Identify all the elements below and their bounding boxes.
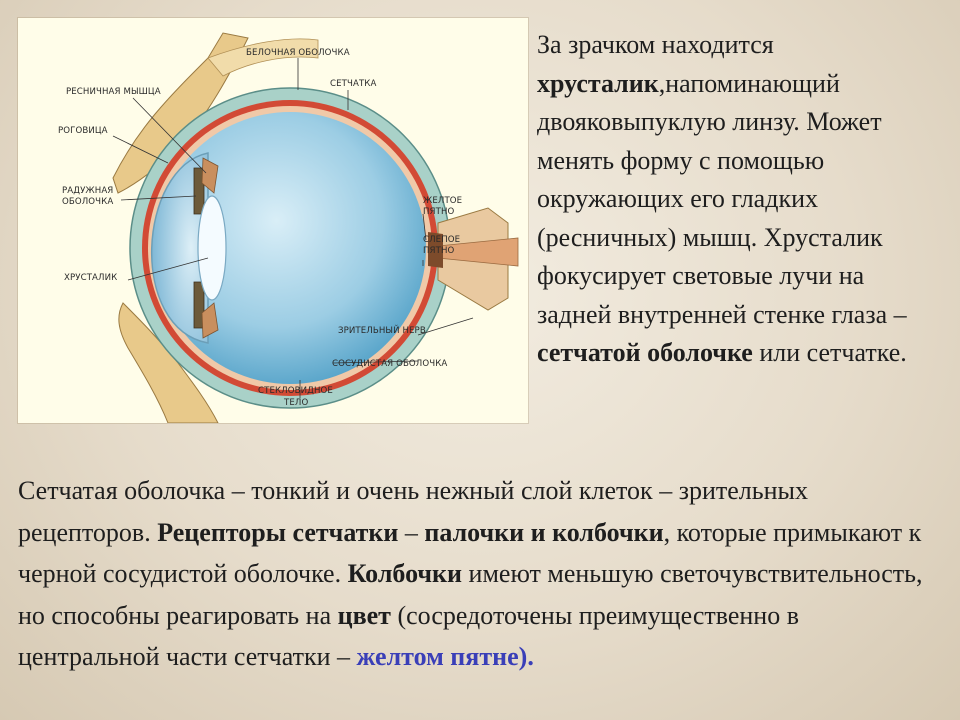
label-vitreous-2: ТЕЛО bbox=[283, 398, 308, 408]
retina-text-end: ). bbox=[518, 642, 534, 671]
label-blind-spot-1: СЛЕПОЕ bbox=[423, 235, 460, 245]
label-cornea: РОГОВИЦА bbox=[58, 126, 108, 136]
label-retina: СЕТЧАТКА bbox=[330, 79, 377, 89]
pointer-lines bbox=[112, 58, 474, 398]
eye-diagram-svg: БЕЛОЧНАЯ ОБОЛОЧКА СЕТЧАТКА РЕСНИЧНАЯ МЫШ… bbox=[58, 32, 519, 423]
lens-shape bbox=[197, 195, 227, 301]
cones-term: Колбочки bbox=[347, 559, 463, 588]
retina-text-dash: – bbox=[398, 517, 425, 547]
macula-term: желтом пятне bbox=[356, 642, 519, 671]
label-choroid: СОСУДИСТАЯ ОБОЛОЧКА bbox=[332, 359, 447, 369]
vitreous-shape bbox=[154, 112, 426, 384]
retina-text-4: (сосредоточены преимущественно в централ… bbox=[18, 600, 799, 672]
label-iris-1: РАДУЖНАЯ bbox=[62, 186, 113, 196]
retina-term: сетчатой оболочке bbox=[537, 338, 753, 367]
color-term: цвет bbox=[337, 600, 391, 630]
receptors-term: Рецепторы сетчатки bbox=[157, 517, 399, 547]
label-blind-spot-2: ПЯТНО bbox=[423, 246, 455, 256]
lens-text-3: или сетчатке. bbox=[752, 338, 907, 367]
label-vitreous-1: СТЕКЛОВИДНОЕ bbox=[258, 386, 333, 396]
ciliary-muscle-shape bbox=[201, 157, 219, 339]
lens-text-2: ,напоминающий двояковыпуклую линзу. Може… bbox=[537, 68, 907, 329]
label-iris-2: ОБОЛОЧКА bbox=[62, 197, 113, 207]
retina-text-1: Сетчатая оболочка – тонкий и очень нежны… bbox=[18, 476, 808, 547]
retina-description: Сетчатая оболочка – тонкий и очень нежны… bbox=[18, 470, 943, 678]
lens-text-1: За зрачком находится bbox=[537, 30, 774, 59]
label-macula-2: ПЯТНО bbox=[423, 207, 455, 217]
label-sclera: БЕЛОЧНАЯ ОБОЛОЧКА bbox=[246, 48, 350, 58]
label-ciliary-muscle: РЕСНИЧНАЯ МЫШЦА bbox=[66, 87, 161, 97]
retina-text-3: имеют меньшую светочувствительность, но … bbox=[18, 559, 923, 630]
label-optic-nerve: ЗРИТЕЛЬНЫЙ НЕРВ bbox=[338, 324, 426, 336]
upper-orbit-tissue bbox=[207, 38, 319, 77]
label-macula-1: ЖЕЛТОЕ bbox=[423, 196, 462, 206]
lens-description: За зрачком находится хрусталик,напоминаю… bbox=[537, 26, 942, 373]
label-lens: ХРУСТАЛИК bbox=[64, 273, 117, 283]
rods-cones-term: палочки и колбочки bbox=[424, 517, 664, 547]
eye-diagram: БЕЛОЧНАЯ ОБОЛОЧКА СЕТЧАТКА РЕСНИЧНАЯ МЫШ… bbox=[18, 18, 528, 423]
retina-text-2: , которые примыкают к черной сосудистой … bbox=[18, 517, 922, 589]
lens-term: хрусталик bbox=[537, 68, 659, 98]
